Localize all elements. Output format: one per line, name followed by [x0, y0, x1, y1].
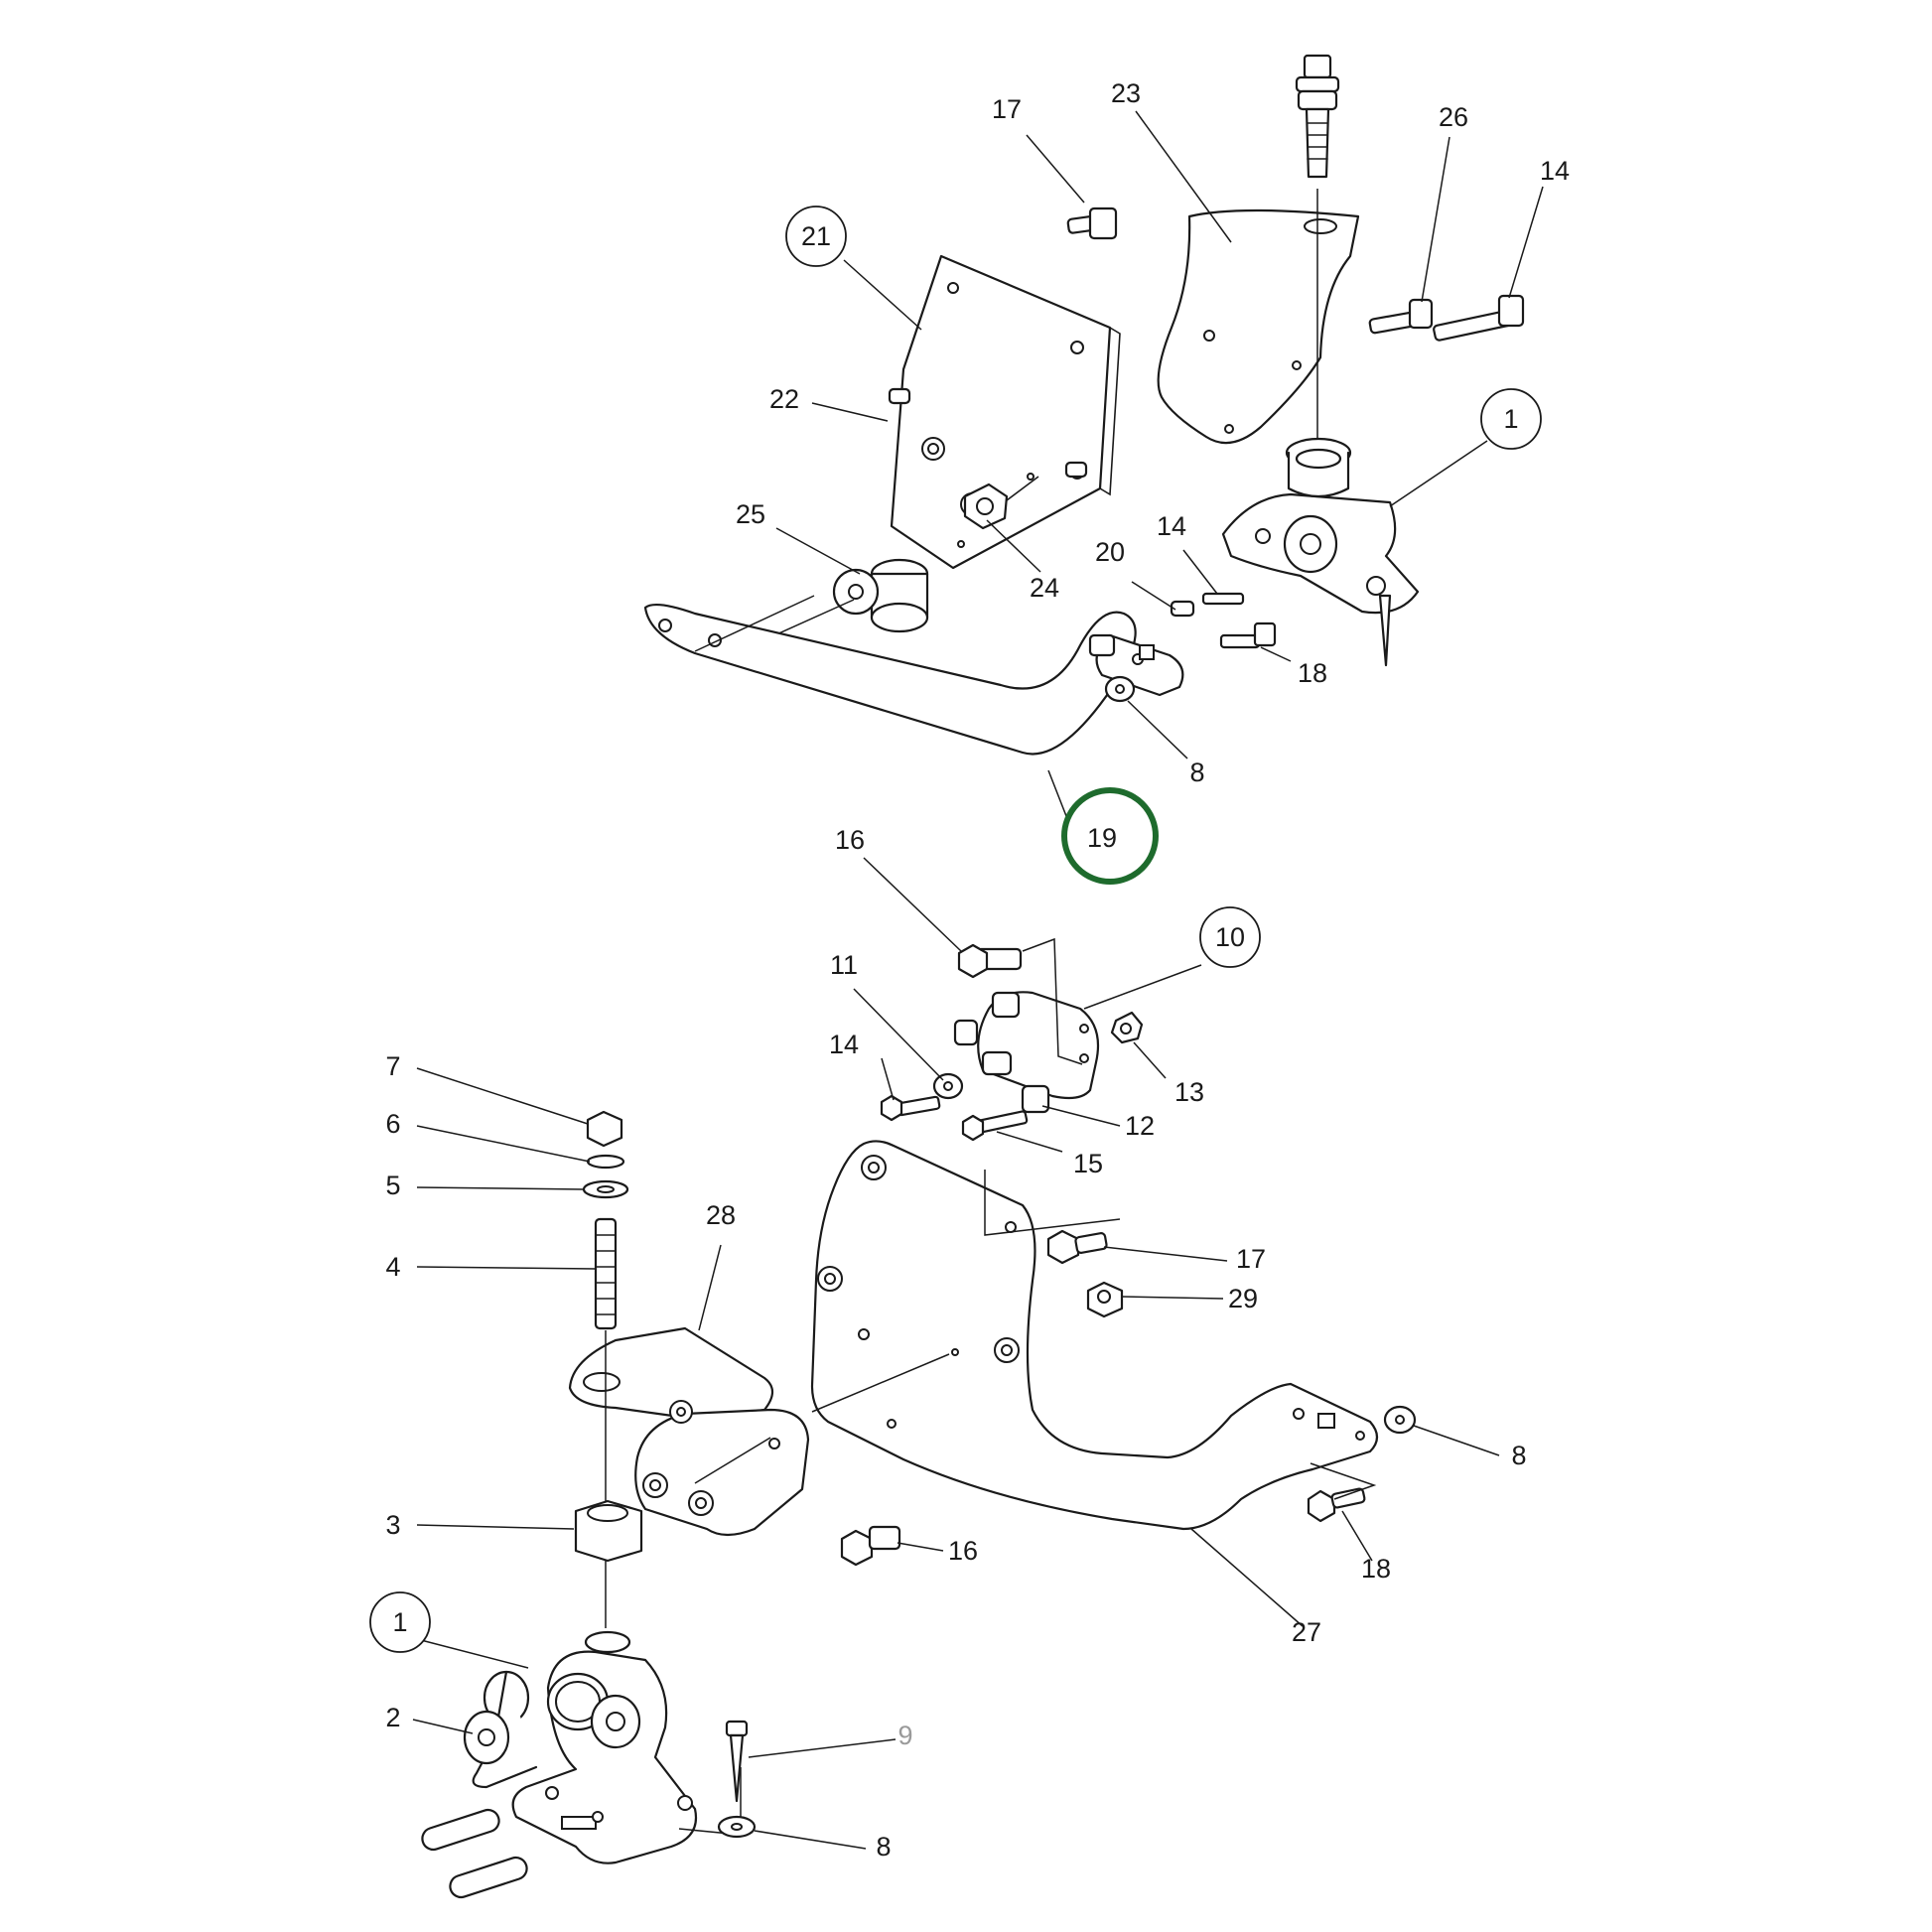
angle-bracket-28 — [568, 1326, 810, 1537]
part-label-21: 21 — [801, 221, 831, 251]
part-label-16: 16 — [835, 825, 865, 855]
bolt-17-top — [1066, 207, 1118, 240]
lower-assembly — [421, 1110, 1417, 1899]
part-label-23: 23 — [1111, 78, 1141, 108]
mounting-bracket-10 — [932, 991, 1144, 1114]
pin-9 — [725, 1720, 749, 1803]
part-label-20: 20 — [1095, 537, 1125, 567]
part-label-15: 15 — [1073, 1149, 1103, 1178]
part-label-22: 22 — [769, 384, 799, 414]
part-label-3: 3 — [385, 1510, 400, 1540]
part-label-17: 17 — [992, 94, 1022, 124]
part-label-1: 1 — [1503, 404, 1518, 434]
bolt-16-lower — [840, 1525, 901, 1567]
bolt-15 — [961, 1110, 1029, 1142]
part-label-2: 2 — [385, 1703, 400, 1732]
lever-plate-27 — [810, 1140, 1379, 1531]
part-label-25: 25 — [736, 499, 765, 529]
part-label-7: 7 — [385, 1051, 400, 1081]
part-label-12: 12 — [1125, 1111, 1155, 1141]
lever-arm-19 — [643, 595, 1137, 756]
callout-circle-1-top — [1480, 388, 1542, 450]
nut-24 — [963, 476, 1039, 530]
part-label-8: 8 — [876, 1832, 891, 1862]
mounting-plate-21 — [888, 254, 1121, 570]
washer-8-lower — [1383, 1405, 1417, 1435]
part-label-1: 1 — [392, 1607, 407, 1637]
part-label-18: 18 — [1361, 1554, 1391, 1584]
part-label-19: 19 — [1087, 823, 1117, 853]
part-label-4: 4 — [385, 1252, 400, 1282]
leader-lines — [412, 110, 1544, 1850]
upper-assembly — [643, 54, 1525, 756]
part-label-11: 11 — [830, 950, 858, 980]
part-label-17: 17 — [1236, 1244, 1266, 1274]
stud-bolt-top — [1295, 54, 1340, 447]
part-labels: 17 23 26 14 21 22 1 25 24 20 14 18 8 19 … — [385, 78, 1570, 1862]
bracket-23 — [1157, 208, 1360, 445]
bolt-18-lower — [1307, 1487, 1366, 1523]
part-label-29: 29 — [1228, 1284, 1258, 1313]
part-label-13: 13 — [1174, 1077, 1204, 1107]
part-label-8: 8 — [1189, 758, 1204, 787]
nut-29 — [1086, 1281, 1124, 1318]
callout-circle-21 — [785, 206, 847, 267]
bolt-14-top — [1433, 294, 1525, 342]
bushing-mount-1-top — [1221, 437, 1420, 667]
part-label-9: 9 — [897, 1721, 912, 1750]
middle-assembly — [880, 937, 1144, 1142]
spacer-25 — [773, 558, 929, 636]
callout-circle-1-bottom — [369, 1591, 431, 1653]
bolt-26 — [1368, 298, 1434, 335]
bolt-16-middle — [957, 943, 1023, 979]
bolt-17-lower — [1046, 1229, 1108, 1265]
link-plate-20 — [1088, 592, 1277, 703]
part-label-5: 5 — [385, 1171, 400, 1200]
part-label-27: 27 — [1292, 1617, 1321, 1647]
part-label-14: 14 — [1540, 156, 1570, 186]
callout-circles — [369, 206, 1542, 1653]
part-label-24: 24 — [1030, 573, 1059, 603]
pins-bottom — [421, 1808, 528, 1899]
part-label-14: 14 — [1157, 511, 1186, 541]
bolt-14-middle — [880, 1094, 941, 1122]
part-label-18: 18 — [1298, 658, 1327, 688]
part-label-8: 8 — [1511, 1441, 1526, 1470]
callout-circle-10 — [1199, 906, 1261, 968]
part-label-6: 6 — [385, 1109, 400, 1139]
part-label-26: 26 — [1439, 102, 1468, 132]
part-label-10: 10 — [1215, 922, 1245, 952]
highlight-ring-19[interactable] — [1061, 787, 1159, 885]
part-label-14: 14 — [829, 1030, 859, 1059]
bushing-mount-1-bottom — [511, 1630, 742, 1864]
part-label-28: 28 — [706, 1200, 736, 1230]
bushing-2 — [463, 1670, 538, 1789]
stud-stack — [574, 1110, 643, 1628]
part-label-16: 16 — [948, 1536, 978, 1566]
washer-8-bottom — [717, 1815, 757, 1839]
